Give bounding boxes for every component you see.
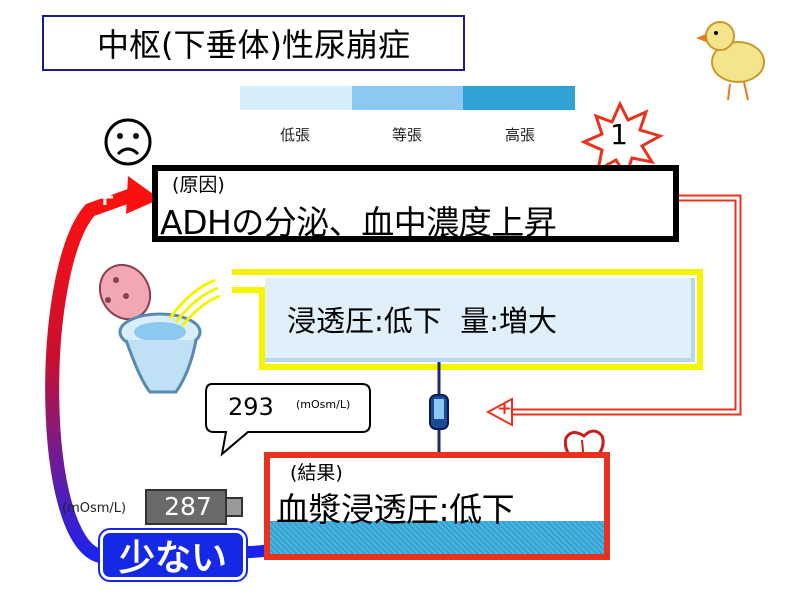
chick-icon — [696, 21, 765, 101]
speech-bubble — [205, 383, 371, 457]
bubble-value: 293 — [228, 393, 274, 421]
plus-sign-loop: + — [94, 182, 116, 212]
page-title: 中枢(下垂体)性尿崩症 — [42, 15, 465, 71]
urine-box — [265, 278, 695, 362]
urine-text: 浸透圧:低下 量:増大 — [287, 304, 557, 338]
burst-number: 1 — [610, 118, 628, 151]
cause-text: ADHの分泌、血中濃度上昇 — [160, 203, 557, 242]
scale-label-low: 低張 — [279, 126, 310, 144]
feedback-loop-arrow — [45, 188, 139, 563]
result-text: 血漿浸透圧:低下 — [276, 490, 515, 529]
gauge-value: 287 — [164, 492, 212, 521]
scale-segment-low — [240, 86, 352, 110]
result-label: (結果) — [290, 462, 343, 484]
bubble-unit: (mOsm/L) — [296, 398, 351, 411]
result-box — [264, 452, 610, 560]
scale-label-iso: 等張 — [391, 126, 422, 144]
scale-label-high: 高張 — [504, 126, 535, 144]
scale-segment-iso — [351, 86, 464, 110]
scale-segment-high — [463, 86, 576, 110]
gauge-unit: (mOsm/L) — [62, 501, 127, 516]
cause-box — [152, 165, 679, 242]
feedback-loop-arrowhead — [126, 176, 160, 214]
sad-face-icon — [104, 118, 152, 166]
cause-label: (原因) — [172, 174, 225, 196]
urine-amount-label: 少ない — [100, 530, 246, 580]
toilet-icon — [98, 263, 221, 394]
gauge-body — [145, 489, 227, 525]
yellow-bracket — [232, 269, 703, 370]
result-water — [270, 521, 604, 554]
tonicity-scale-bar — [240, 86, 576, 110]
plus-sign-red: + — [497, 398, 513, 419]
